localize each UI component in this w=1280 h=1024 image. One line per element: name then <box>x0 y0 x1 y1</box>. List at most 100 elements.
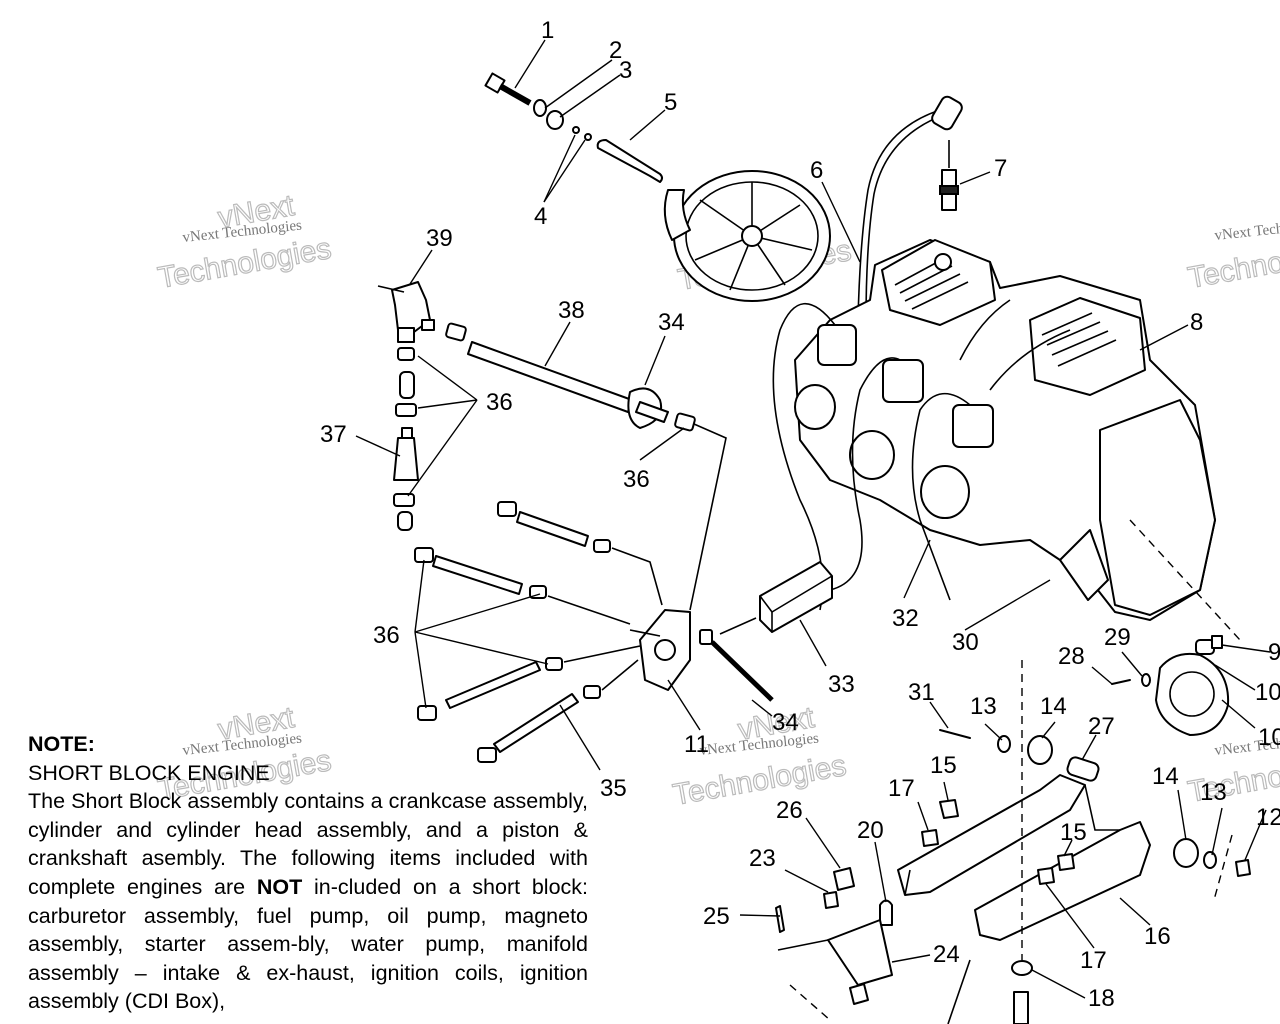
mount-bolt <box>699 629 774 702</box>
note-subheading: SHORT BLOCK ENGINE <box>28 760 270 785</box>
carburetor-top <box>882 359 924 403</box>
callout-labels: 1 2 3 4 5 6 7 8 9 10 10 11 12 13 13 14 1… <box>320 17 1280 1012</box>
rubber-mount <box>1027 735 1053 765</box>
cylinder-head <box>881 239 996 326</box>
short-block-note: NOTE: SHORT BLOCK ENGINE The Short Block… <box>28 730 588 1016</box>
note-body: The Short Block assembly contains a cran… <box>28 787 588 1016</box>
carburetor-throat <box>920 465 970 519</box>
callout-15: 15 <box>930 752 957 779</box>
hose-clamp <box>397 347 415 361</box>
leader-lines <box>355 39 1271 999</box>
spark-plug-and-wire <box>857 95 963 323</box>
callout-13: 13 <box>970 693 997 720</box>
callout-20: 20 <box>857 817 884 844</box>
note-body-text: in-cluded on a short block: carburetor a… <box>28 874 589 1014</box>
callout-8: 8 <box>1190 309 1203 336</box>
watermark-text: vNext Technologies <box>1214 216 1280 244</box>
callout-10: 10 <box>1258 724 1280 751</box>
shaft-sleeve <box>596 139 663 183</box>
callout-17: 17 <box>888 775 915 802</box>
carburetor-throat <box>794 384 836 430</box>
mount-bracket <box>974 821 1151 941</box>
bolt-shank <box>498 83 532 106</box>
callout-36: 36 <box>623 466 650 493</box>
hose-section <box>397 511 413 531</box>
hose-clamp <box>393 493 415 507</box>
plug-cap <box>931 95 963 131</box>
callout-14: 14 <box>1152 763 1179 790</box>
stud <box>1013 991 1029 1024</box>
callout-36: 36 <box>373 622 400 649</box>
mount-bracket <box>897 774 1086 896</box>
callout-29: 29 <box>1104 624 1131 651</box>
nut <box>1057 853 1075 871</box>
callout-36: 36 <box>486 389 513 416</box>
mount-plate <box>827 919 893 986</box>
nut <box>833 867 855 891</box>
callout-31: 31 <box>908 679 935 706</box>
fuel-filter <box>393 437 419 481</box>
watermark-text: Technologies <box>670 749 848 812</box>
carburetor-top <box>952 404 994 448</box>
engine-assembly <box>772 239 1241 641</box>
callout-6: 6 <box>810 157 823 184</box>
recoil-starter <box>1155 635 1230 736</box>
callout-5: 5 <box>664 89 677 116</box>
note-heading: NOTE: <box>28 732 95 756</box>
mount-spacer <box>1066 756 1100 782</box>
callout-12: 12 <box>1256 804 1280 831</box>
note-emphasis: NOT <box>256 874 303 899</box>
callout-2: 2 <box>609 37 622 64</box>
fuel-pump <box>377 281 435 343</box>
nut <box>921 829 939 847</box>
callout-13: 13 <box>1200 779 1227 806</box>
carburetor-throat <box>849 430 895 480</box>
clutch-hub <box>663 189 691 241</box>
drive-clutch <box>663 170 831 302</box>
plug-boss <box>934 253 952 271</box>
cdi-box <box>719 561 833 635</box>
nut <box>1037 867 1055 885</box>
callout-25: 25 <box>703 903 730 930</box>
cylinder-head <box>1029 297 1146 396</box>
engine-mount-assembly <box>775 660 1251 1024</box>
o-ring <box>572 126 580 134</box>
o-ring <box>584 133 592 141</box>
callout-30: 30 <box>952 629 979 656</box>
callout-39: 39 <box>426 225 453 252</box>
callout-38: 38 <box>558 297 585 324</box>
callout-34: 34 <box>658 309 685 336</box>
nut <box>939 799 959 819</box>
washer <box>533 99 547 117</box>
callout-4: 4 <box>534 203 547 230</box>
callout-35: 35 <box>600 775 627 802</box>
callout-18: 18 <box>1088 985 1115 1012</box>
callout-33: 33 <box>828 671 855 698</box>
callout-9: 9 <box>1268 639 1280 666</box>
magneto-cover <box>1099 399 1216 616</box>
note-body-text: The Short Block assembly contains a cran… <box>28 789 588 899</box>
oil-line <box>445 322 727 611</box>
callout-3: 3 <box>619 57 632 84</box>
callout-15: 15 <box>1060 819 1087 846</box>
callout-7: 7 <box>994 155 1007 182</box>
callout-17: 17 <box>1080 947 1107 974</box>
callout-34: 34 <box>772 709 799 736</box>
washer <box>1203 851 1217 869</box>
callout-10: 10 <box>1255 679 1280 706</box>
callout-26: 26 <box>776 797 803 824</box>
callout-28: 28 <box>1058 643 1085 670</box>
spacer <box>546 110 564 130</box>
callout-16: 16 <box>1144 923 1171 950</box>
callout-14: 14 <box>1040 693 1067 720</box>
oil-pump-assembly <box>414 501 691 763</box>
callout-37: 37 <box>320 421 347 448</box>
callout-23: 23 <box>749 845 776 872</box>
washer <box>1011 960 1033 976</box>
callout-1: 1 <box>541 17 554 44</box>
fuel-line-filter <box>393 347 419 531</box>
rubber-mount <box>1173 838 1199 868</box>
hose-section <box>399 371 415 399</box>
